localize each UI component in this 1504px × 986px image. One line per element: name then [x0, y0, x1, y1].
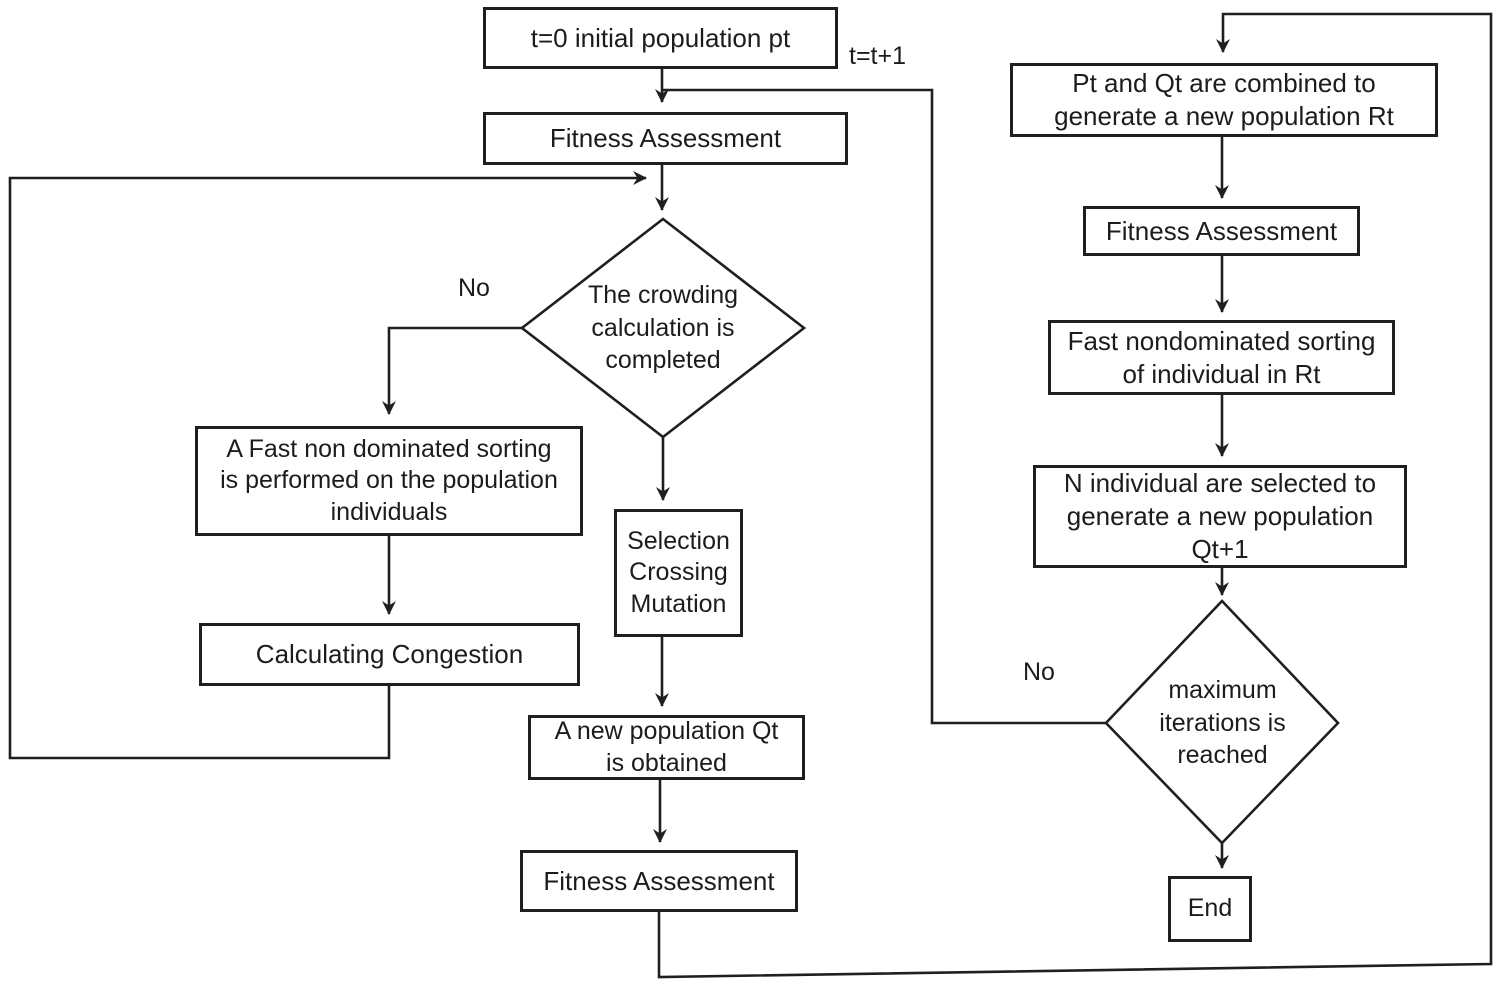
- edge-label-t-increment: t=t+1: [849, 42, 906, 70]
- edge-label-no-crowding: No: [458, 274, 490, 302]
- node-fitness-assessment-right: Fitness Assessment: [1083, 206, 1360, 256]
- node-max-iterations-decision-label: maximum iterations is reached: [1159, 676, 1286, 770]
- node-new-population-qt: A new population Qt is obtained: [528, 715, 805, 780]
- node-selection-crossing-mutation: Selection Crossing Mutation: [614, 509, 743, 637]
- node-calculating-congestion: Calculating Congestion: [199, 623, 580, 686]
- node-fast-nondominated-sorting-rt: Fast nondominated sorting of individual …: [1048, 320, 1395, 395]
- node-initial-population: t=0 initial population pt: [483, 7, 838, 69]
- edge-fitness-bottom-to-ptqt: [657, 12, 1493, 979]
- node-fast-nondominated-sorting-population: A Fast non dominated sorting is performe…: [195, 426, 583, 536]
- node-end: End: [1168, 876, 1252, 942]
- node-n-individual-selected: N individual are selected to generate a …: [1033, 465, 1407, 568]
- node-fitness-assessment-top: Fitness Assessment: [483, 112, 848, 165]
- edge-congestion-feedback-loop: [8, 171, 647, 760]
- edge-no-crowding-branch: [382, 326, 524, 415]
- node-fitness-assessment-bottom: Fitness Assessment: [520, 850, 798, 912]
- edge-label-no-max-iterations: No: [1023, 658, 1055, 686]
- node-pt-qt-combined: Pt and Qt are combined to generate a new…: [1010, 63, 1438, 137]
- edge-no-max-iterations-loop: [663, 88, 1106, 725]
- node-crowding-decision-label: The crowding calculation is completed: [587, 281, 739, 375]
